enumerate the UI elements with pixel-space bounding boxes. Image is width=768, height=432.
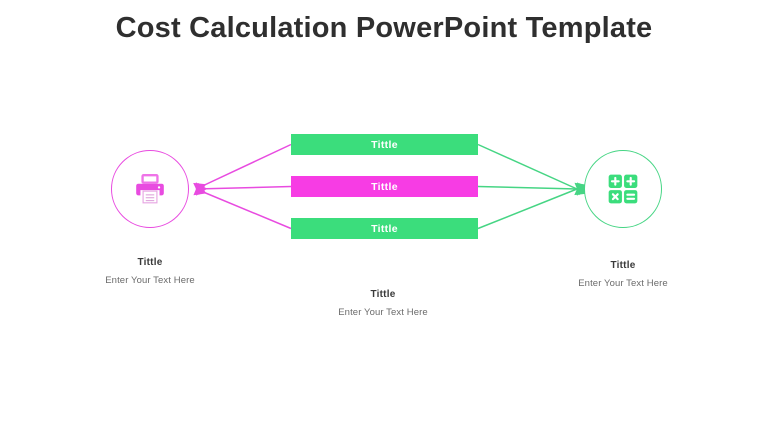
caption-center-subtitle: Enter Your Text Here bbox=[338, 307, 428, 318]
calculator-icon bbox=[606, 172, 640, 206]
caption-right: Tittle Enter Your Text Here bbox=[543, 259, 703, 291]
caption-center: Tittle Enter Your Text Here bbox=[303, 288, 463, 320]
caption-center-title: Tittle bbox=[370, 289, 396, 300]
process-bar-label: Tittle bbox=[371, 138, 398, 151]
connector-right-2 bbox=[477, 182, 588, 230]
connector-right-1 bbox=[477, 182, 589, 196]
caption-right-subtitle: Enter Your Text Here bbox=[578, 278, 668, 289]
process-bar-2[interactable]: Tittle bbox=[291, 176, 478, 197]
caption-left-title: Tittle bbox=[137, 257, 163, 268]
process-bar-1[interactable]: Tittle bbox=[291, 134, 478, 155]
printer-icon bbox=[133, 172, 167, 206]
connector-right-0 bbox=[477, 143, 588, 196]
node-left-circle[interactable] bbox=[111, 150, 189, 228]
page-title: Cost Calculation PowerPoint Template bbox=[115, 12, 653, 44]
connector-left-2 bbox=[193, 182, 292, 230]
caption-left-subtitle: Enter Your Text Here bbox=[105, 275, 195, 286]
caption-left: Tittle Enter Your Text Here bbox=[70, 256, 230, 288]
process-bar-label: Tittle bbox=[371, 180, 398, 193]
caption-right-title: Tittle bbox=[610, 260, 636, 271]
connector-left-0 bbox=[193, 143, 292, 196]
process-bar-label: Tittle bbox=[371, 222, 398, 235]
process-bar-3[interactable]: Tittle bbox=[291, 218, 478, 239]
connector-left-1 bbox=[195, 182, 292, 196]
node-right-circle[interactable] bbox=[584, 150, 662, 228]
